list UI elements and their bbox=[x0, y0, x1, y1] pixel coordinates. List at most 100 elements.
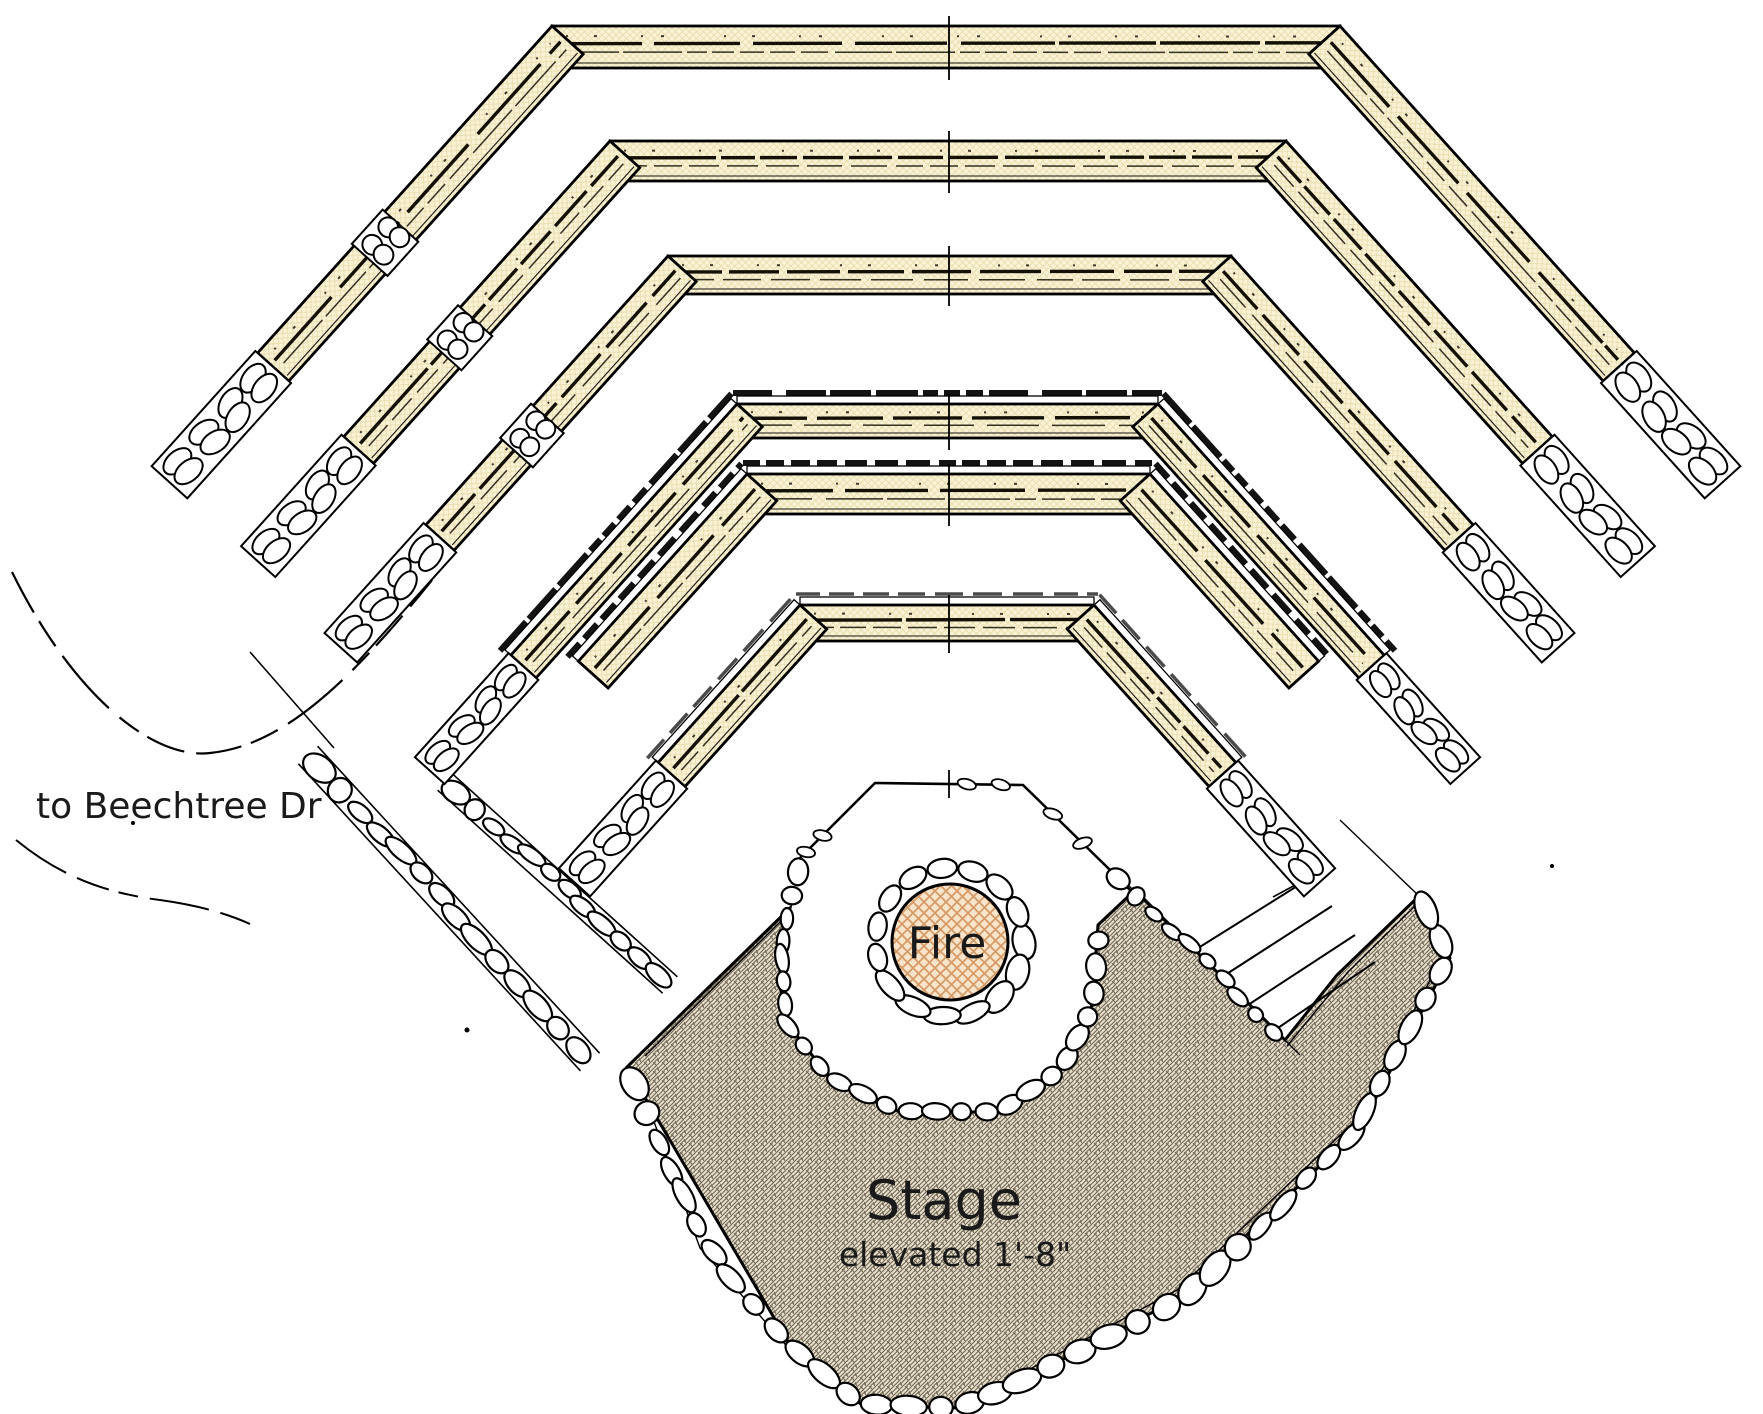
stone bbox=[393, 570, 418, 601]
stones bbox=[302, 752, 592, 1065]
stone bbox=[1126, 886, 1146, 907]
bench-plank bbox=[1306, 24, 1637, 384]
bench-right-wing bbox=[1306, 24, 1742, 500]
stone bbox=[1397, 1009, 1424, 1046]
stone bbox=[686, 1211, 707, 1238]
stone bbox=[1005, 896, 1030, 928]
stone bbox=[776, 1013, 800, 1039]
bench-plank bbox=[1254, 139, 1555, 466]
stone bbox=[809, 1055, 830, 1077]
stone bbox=[287, 509, 318, 536]
stone bbox=[1244, 805, 1268, 836]
stone bbox=[409, 861, 434, 885]
bench-plank bbox=[1065, 603, 1238, 789]
stone bbox=[1264, 1023, 1284, 1042]
stone bbox=[372, 243, 395, 266]
stone bbox=[779, 906, 795, 931]
stage-edge-stones bbox=[619, 890, 1454, 1414]
stone bbox=[519, 436, 541, 458]
stage-platform bbox=[625, 879, 1452, 1410]
stone bbox=[311, 483, 337, 514]
stone-pier bbox=[350, 208, 420, 278]
stair-wall-stones bbox=[1105, 867, 1284, 1042]
stone bbox=[1085, 952, 1108, 982]
stone bbox=[1295, 1166, 1318, 1190]
bench-row-3 bbox=[323, 246, 1576, 664]
bench-left-wing bbox=[239, 139, 642, 579]
stone bbox=[780, 885, 804, 906]
bench-plank bbox=[735, 402, 1160, 440]
bench-row-4a bbox=[413, 390, 1482, 786]
stone bbox=[1087, 930, 1110, 951]
stone bbox=[974, 1102, 999, 1122]
stone bbox=[794, 1036, 814, 1056]
stone bbox=[535, 419, 557, 440]
stone bbox=[369, 596, 399, 622]
stone bbox=[1083, 980, 1105, 1007]
bench-right-wing bbox=[1118, 461, 1332, 691]
stone bbox=[1368, 670, 1393, 699]
fire-court-stones bbox=[774, 857, 1110, 1122]
stone bbox=[619, 1066, 650, 1102]
bench-plank bbox=[550, 24, 1342, 70]
stone bbox=[867, 911, 888, 942]
stone bbox=[875, 1095, 898, 1115]
stone bbox=[456, 721, 485, 746]
stone bbox=[633, 1100, 661, 1127]
stone bbox=[1219, 778, 1244, 808]
bench-row-1 bbox=[150, 16, 1742, 500]
stone bbox=[326, 776, 353, 804]
stone bbox=[957, 860, 989, 883]
bench-right-wing bbox=[1130, 391, 1482, 786]
stone bbox=[1124, 1308, 1151, 1335]
stone bbox=[1368, 1069, 1391, 1098]
fire-pit-circle bbox=[890, 882, 1010, 1002]
path-curve-lower bbox=[15, 839, 251, 925]
stone bbox=[1614, 371, 1642, 403]
stone bbox=[463, 321, 485, 343]
stone bbox=[539, 862, 562, 882]
stone bbox=[336, 455, 363, 486]
stone bbox=[742, 1292, 765, 1316]
stone bbox=[388, 226, 411, 249]
survey-dots bbox=[131, 821, 1554, 1033]
bench-top-segment bbox=[608, 139, 1288, 183]
stone bbox=[1661, 427, 1692, 456]
bench-top-segment bbox=[733, 390, 1162, 440]
stone bbox=[1247, 1006, 1265, 1024]
stone bbox=[1042, 807, 1064, 821]
bench-plank bbox=[608, 139, 1288, 183]
stone bbox=[224, 401, 251, 434]
stone bbox=[1414, 986, 1437, 1012]
stone bbox=[920, 1102, 952, 1121]
stone bbox=[956, 777, 977, 791]
stone bbox=[763, 1317, 789, 1344]
bench-left-wing bbox=[413, 391, 765, 786]
stone bbox=[835, 1381, 861, 1407]
stone bbox=[502, 671, 527, 699]
stone bbox=[928, 1395, 954, 1414]
stone bbox=[1076, 1006, 1099, 1028]
stone bbox=[199, 428, 231, 456]
bench-plank bbox=[1118, 472, 1321, 691]
stone bbox=[1269, 1188, 1298, 1222]
stone bbox=[261, 537, 292, 565]
bench-left-wing bbox=[557, 593, 829, 898]
stone bbox=[1036, 1353, 1066, 1379]
bench-left-wing bbox=[150, 24, 586, 500]
bench-plank bbox=[255, 24, 586, 384]
stage-label: Stage bbox=[866, 1169, 1022, 1232]
stone bbox=[1604, 536, 1633, 565]
stone bbox=[1072, 836, 1093, 850]
stone bbox=[1641, 400, 1667, 433]
stone bbox=[786, 857, 810, 887]
bench-top-segment bbox=[550, 24, 1342, 70]
bench-plank bbox=[576, 472, 779, 691]
bench-row-2 bbox=[239, 131, 1657, 579]
stone bbox=[463, 798, 486, 822]
stone bbox=[1481, 569, 1506, 601]
stone bbox=[1687, 456, 1718, 486]
stone bbox=[1578, 508, 1609, 536]
